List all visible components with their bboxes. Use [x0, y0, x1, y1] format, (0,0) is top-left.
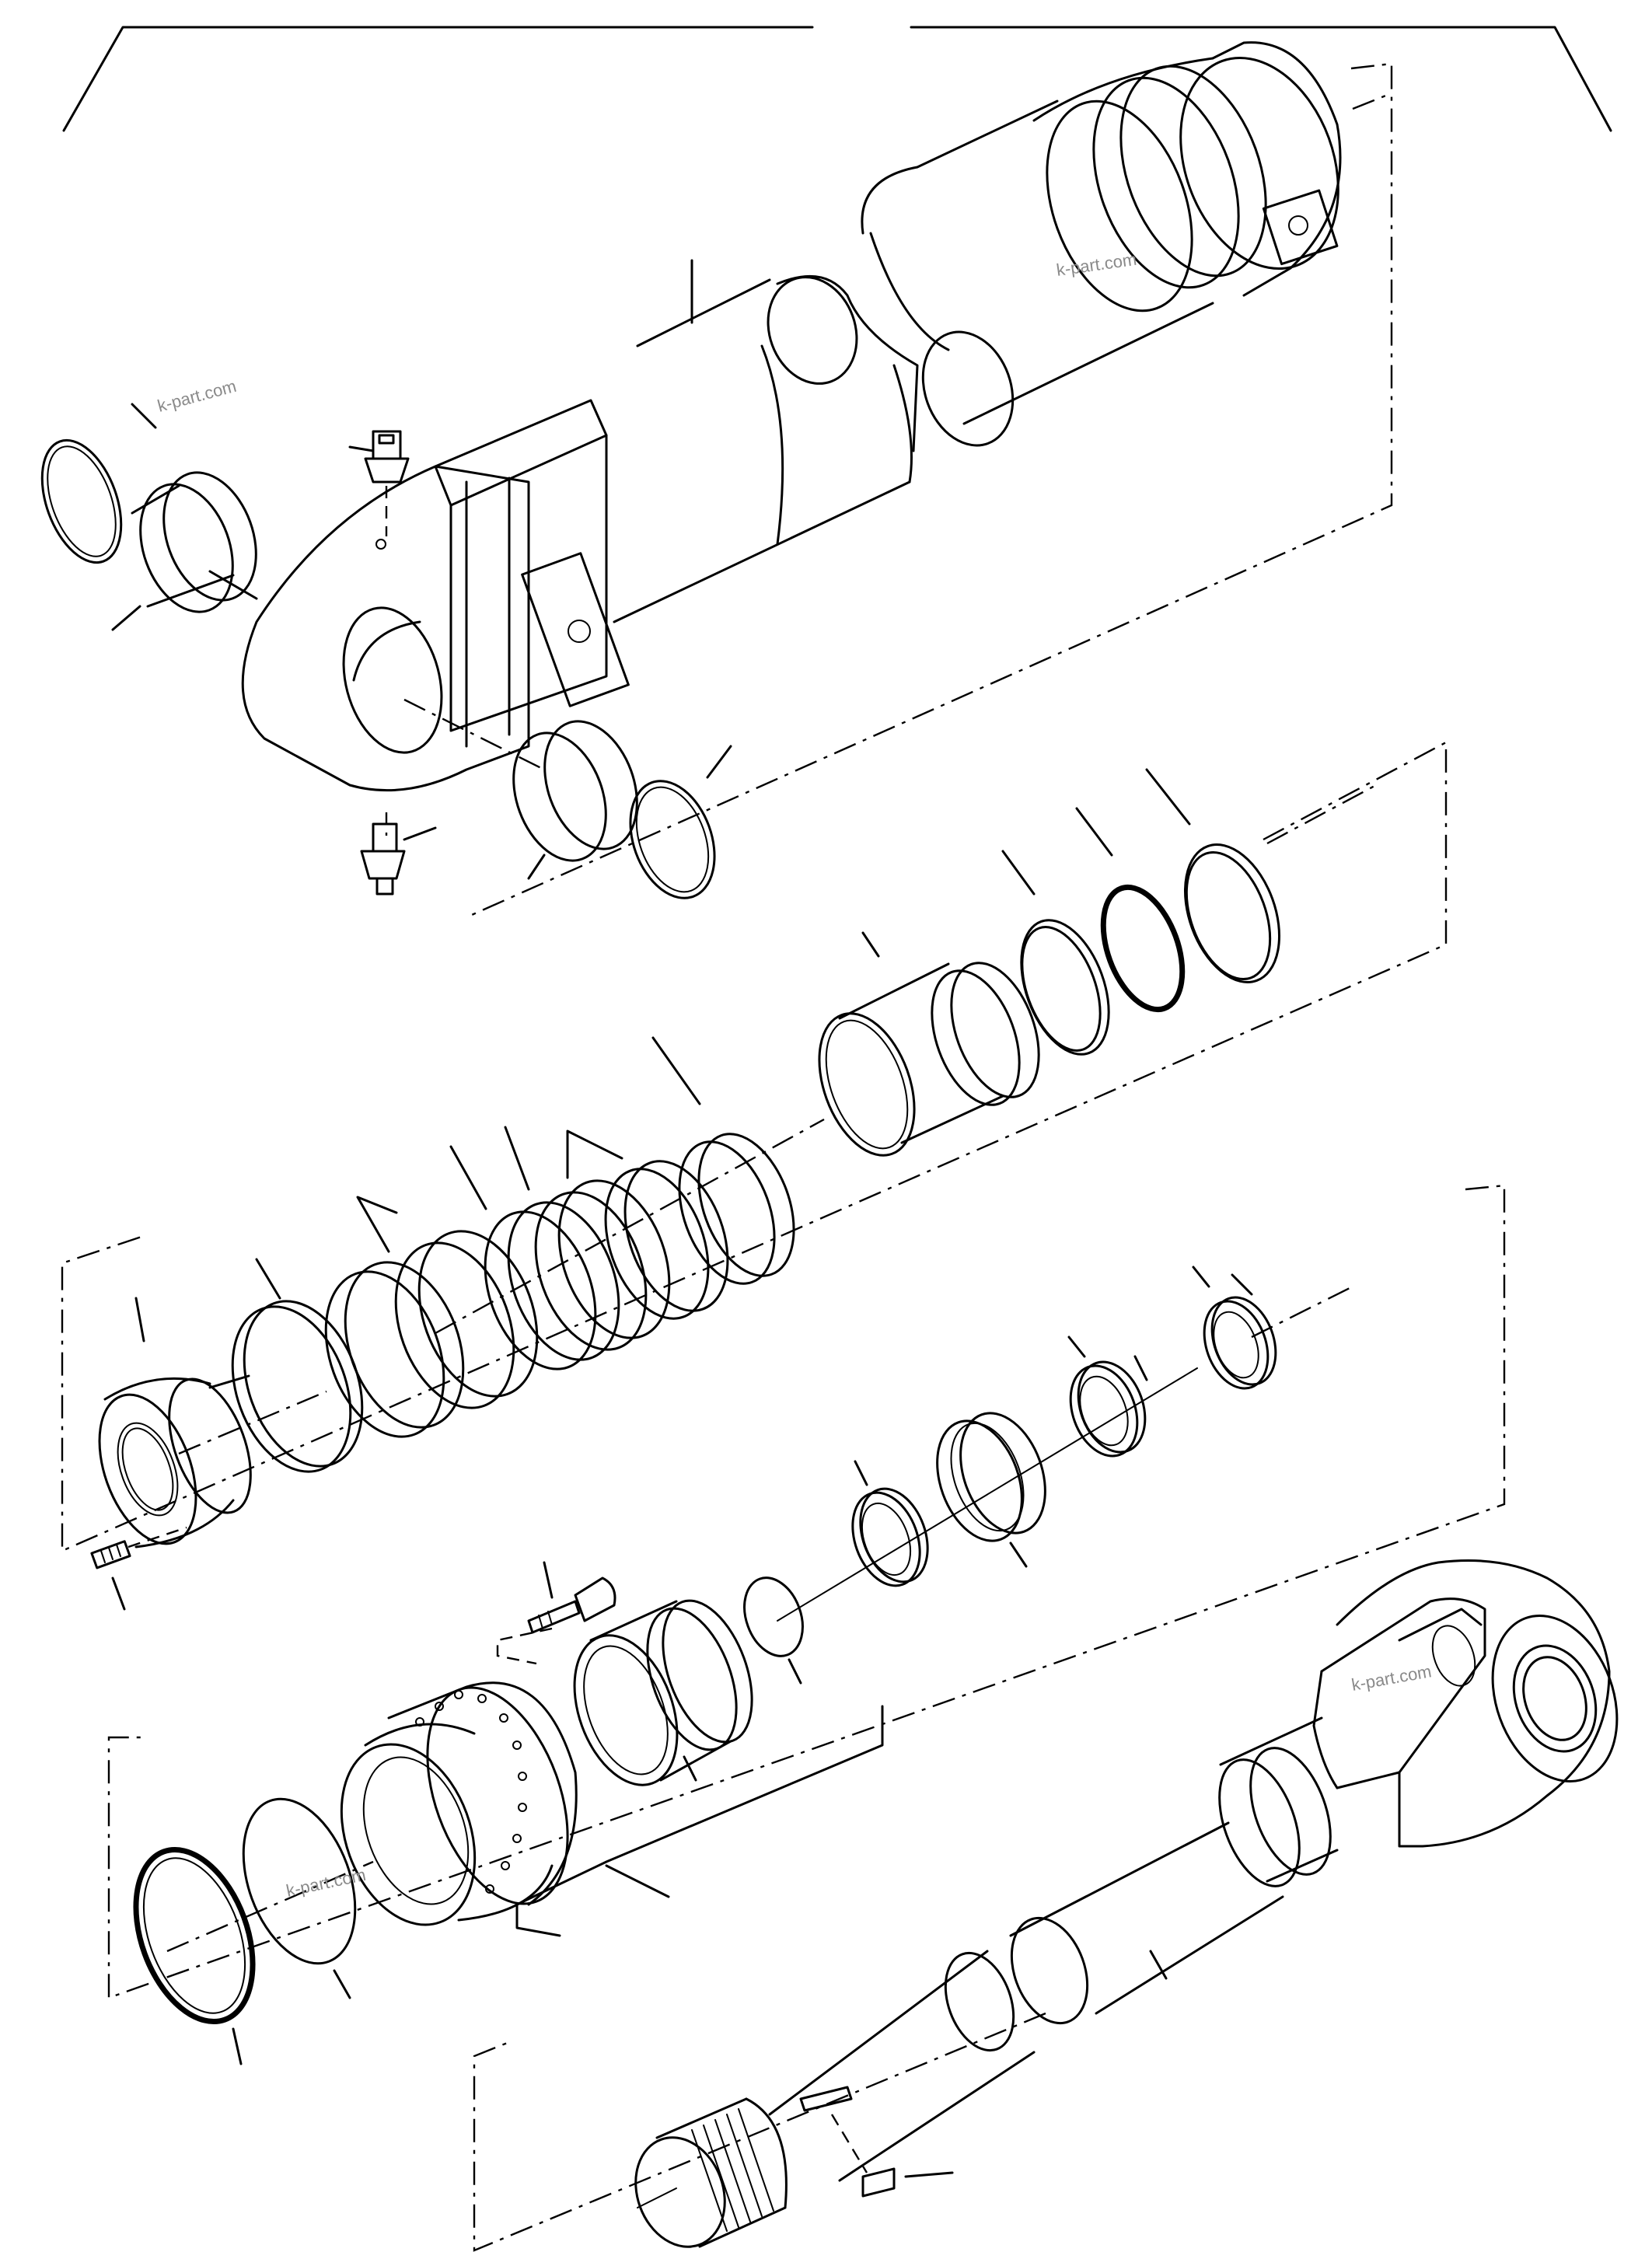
- piston-bracket: [515, 1705, 884, 1937]
- watermark-1: k-part.com: [1055, 250, 1137, 280]
- gland-nut: [98, 1297, 327, 1548]
- piston-seal-dark: [133, 1846, 256, 2025]
- grease-fitting-top: [348, 430, 410, 536]
- seal-ring-dark: [1100, 884, 1186, 1013]
- piston-rod-group: [473, 1559, 1619, 2252]
- grease-fitting-bottom: [360, 812, 437, 896]
- piston-body-front: [340, 1743, 477, 1926]
- group4-boundary: [473, 2012, 1046, 2252]
- piston-bolt: [496, 1561, 616, 1665]
- wear-ring: [936, 1419, 1023, 1542]
- watermark-3: k-part.com: [1350, 1661, 1434, 1695]
- group1-boundary: [466, 62, 1393, 919]
- tube-end-face: [1179, 56, 1339, 271]
- rod-eye: [1336, 1559, 1611, 1848]
- rod-thread-end: [634, 2136, 726, 2248]
- frame-top-lines: [62, 26, 1612, 132]
- tube-break-upper: [921, 330, 1015, 447]
- tube-clevis-eye: [241, 465, 530, 792]
- rod-break: [1010, 1916, 1089, 2025]
- split-rings: [231, 1036, 825, 1473]
- gland-seal-group: [61, 741, 1448, 1611]
- o-ring-small: [743, 1576, 804, 1657]
- leader-lines: [1133, 1273, 1253, 1381]
- piston-group: [107, 1184, 1506, 2065]
- rod-key: [830, 2114, 954, 2198]
- tube-bushing-left: [40, 403, 258, 631]
- gland-sleeve-front: [818, 1012, 916, 1157]
- group3-boundary: [107, 1184, 1506, 1999]
- watermark-2: k-part.com: [155, 376, 239, 416]
- tube-bushing-right: [403, 698, 732, 899]
- watermarks: k-part.com k-part.com k-part.com k-part.…: [155, 250, 1433, 1901]
- cylinder-tube-assembly: [241, 41, 1393, 919]
- set-screw: [90, 1526, 187, 1611]
